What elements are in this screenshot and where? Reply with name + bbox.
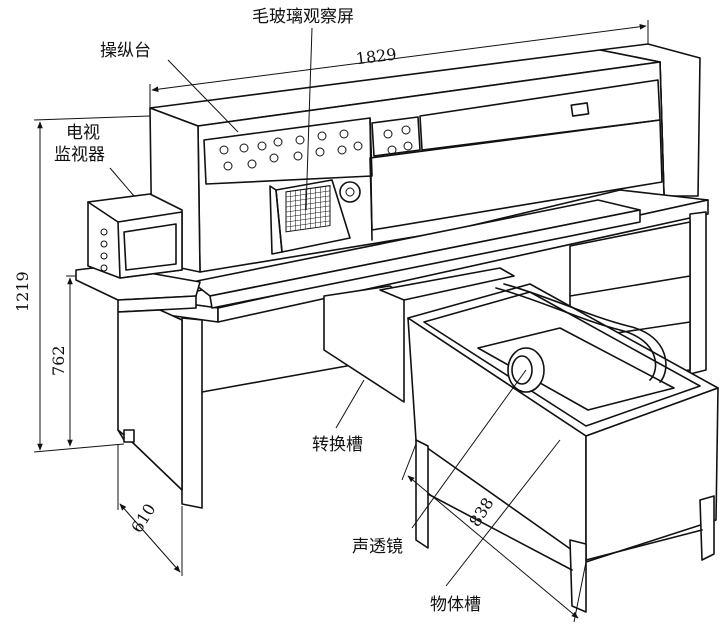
frosted-glass-screen — [269, 179, 351, 255]
object-tank — [407, 283, 719, 613]
control-knobs — [219, 125, 413, 203]
leader-lines — [109, 27, 561, 587]
label-acoustic-lens: 声透镜 — [352, 537, 403, 557]
dim-length: 1829 — [355, 45, 398, 69]
dimension-lines — [33, 20, 649, 623]
dim-depth: 610 — [127, 500, 159, 536]
table-top — [159, 189, 709, 323]
dim-tank-length: 838 — [465, 494, 497, 530]
dim-table-height: 762 — [49, 345, 68, 376]
transfer-tank — [323, 267, 515, 403]
label-transfer-tank: 转换槽 — [312, 435, 363, 455]
tv-monitor — [87, 193, 183, 279]
label-frosted-glass-screen: 毛玻璃观察屏 — [252, 7, 354, 27]
label-console: 操纵台 — [100, 41, 151, 61]
tv-monitor-stand — [75, 265, 201, 491]
label-tv-monitor-line2: 监视器 — [54, 145, 105, 165]
label-object-tank: 物体槽 — [430, 595, 481, 615]
dim-total-height: 1219 — [13, 271, 32, 312]
label-tv-monitor-line1: 电视 — [66, 123, 100, 143]
